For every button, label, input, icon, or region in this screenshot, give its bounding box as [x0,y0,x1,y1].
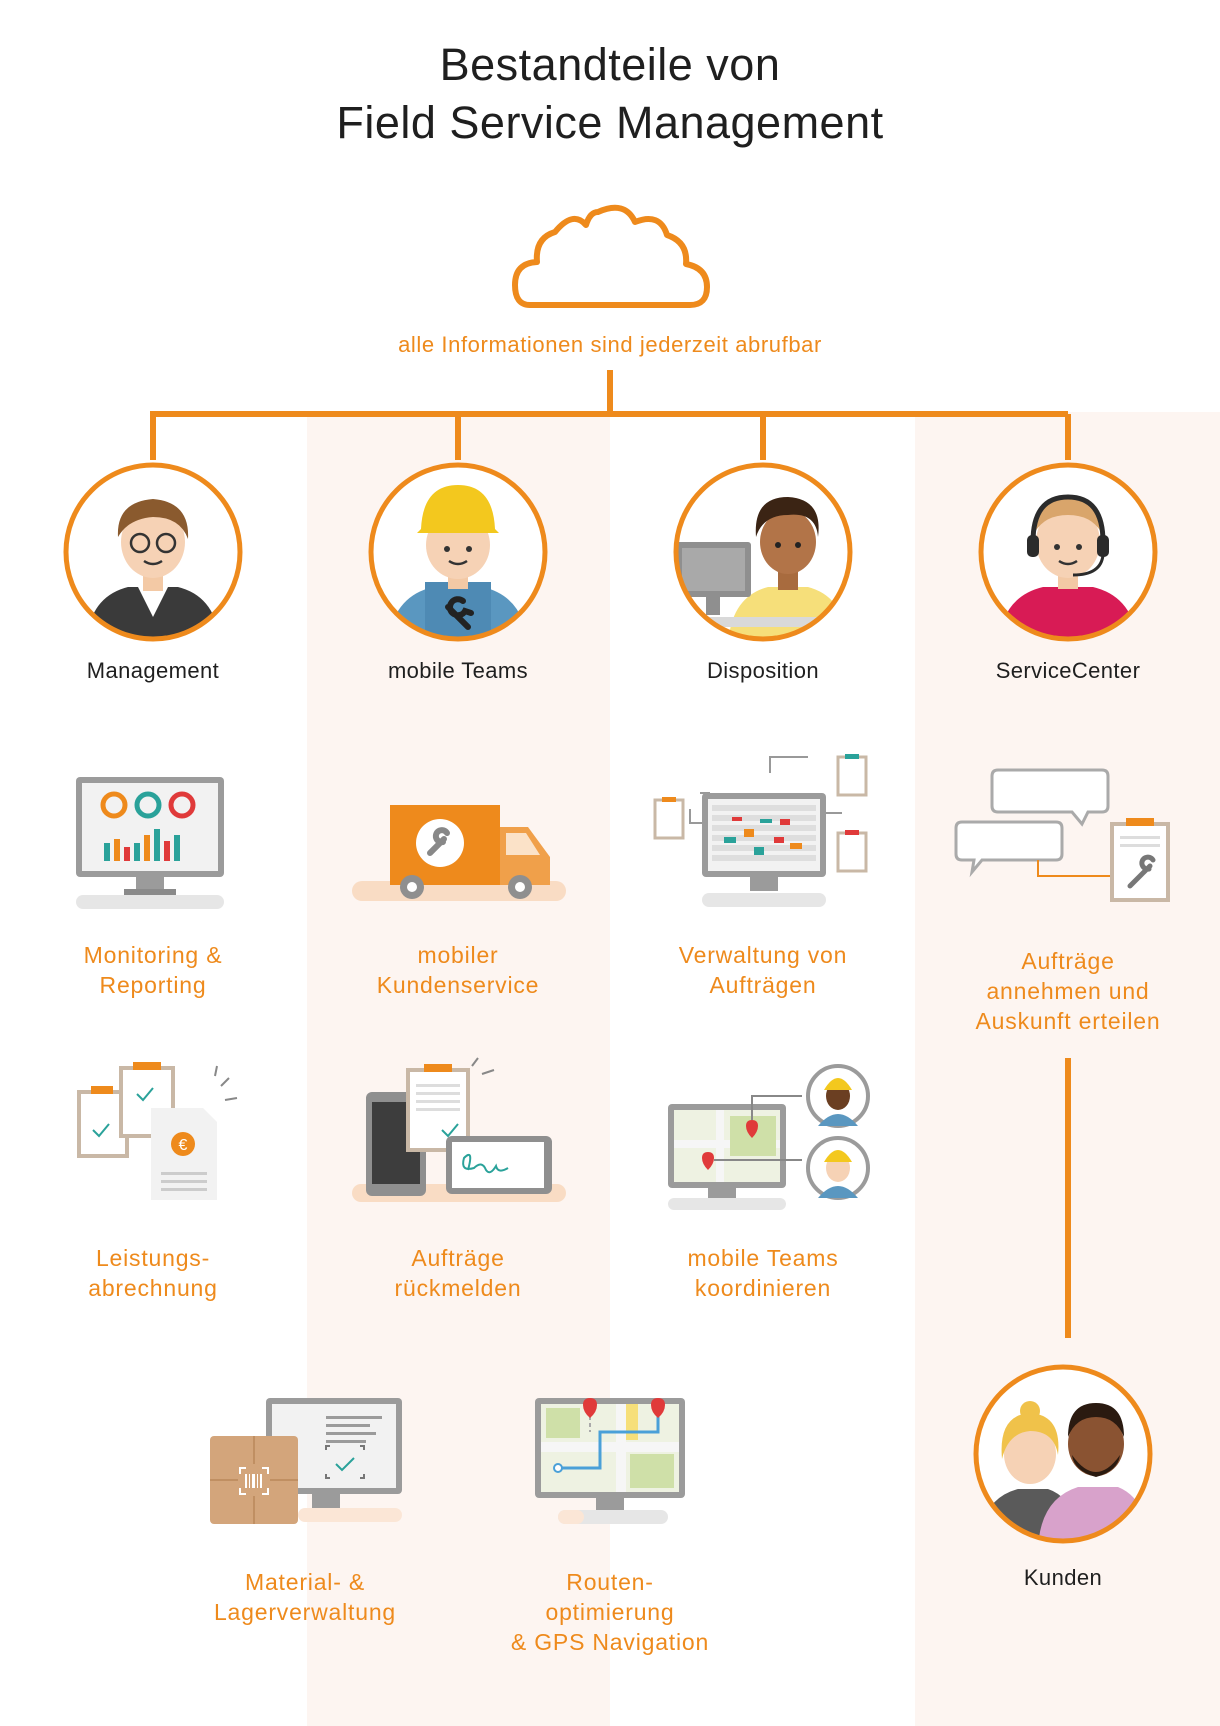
avatar-kunden [973,1364,1153,1544]
label-routenoptimierung: Routen- optimierung & GPS Navigation [510,1569,710,1655]
monitoring-monitor-icon [76,777,224,909]
customer-label: Kunden [1023,1565,1103,1590]
cloud-caption: alle Informationen sind jederzeit abrufb… [398,332,822,357]
avatar-disposition [673,462,853,642]
role-label-mobile-teams: mobile Teams [387,658,529,683]
label-mobile-teams-koordinieren: mobile Teams koordinieren [687,1245,839,1301]
label-auftraege-annehmen: Aufträge annehmen und Auskunft erteilen [975,948,1161,1034]
label-monitoring-reporting: Monitoring & Reporting [83,942,223,998]
report-back-devices-icon [352,1057,566,1202]
material-warehouse-icon [210,1398,402,1524]
chat-clipboard-icon [954,768,1170,902]
service-van-icon [352,805,566,901]
cloud-icon [512,204,710,308]
avatar-mobile-teams [368,462,548,642]
route-gps-map-icon [535,1398,685,1524]
page-title: Bestandteile von Field Service Managemen… [0,36,1220,152]
label-material-lagerverwaltung: Material- & Lagerverwaltung [213,1569,397,1625]
billing-documents-icon: € [77,1062,238,1200]
role-label-disposition: Disposition [706,658,819,683]
label-mobiler-kundenservice: mobiler Kundenservice [376,942,540,998]
role-label-management: Management [86,658,220,683]
servicecenter-customer-connector [1065,1058,1071,1338]
order-management-monitor-icon [653,754,868,907]
role-label-servicecenter: ServiceCenter [995,658,1141,683]
coordinate-teams-map-icon [668,1064,870,1210]
label-verwaltung-auftraege: Verwaltung von Aufträgen [678,942,848,998]
connector-lines [150,204,1071,460]
avatar-management [63,462,243,642]
label-auftraege-rueckmelden: Aufträge rückmelden [394,1245,522,1301]
avatar-servicecenter [978,462,1158,642]
title-line-2: Field Service Management [336,97,884,148]
svg-text:€: € [179,1137,188,1154]
title-line-1: Bestandteile von [439,39,781,90]
label-leistungsabrechnung: Leistungs- abrechnung [88,1245,218,1301]
